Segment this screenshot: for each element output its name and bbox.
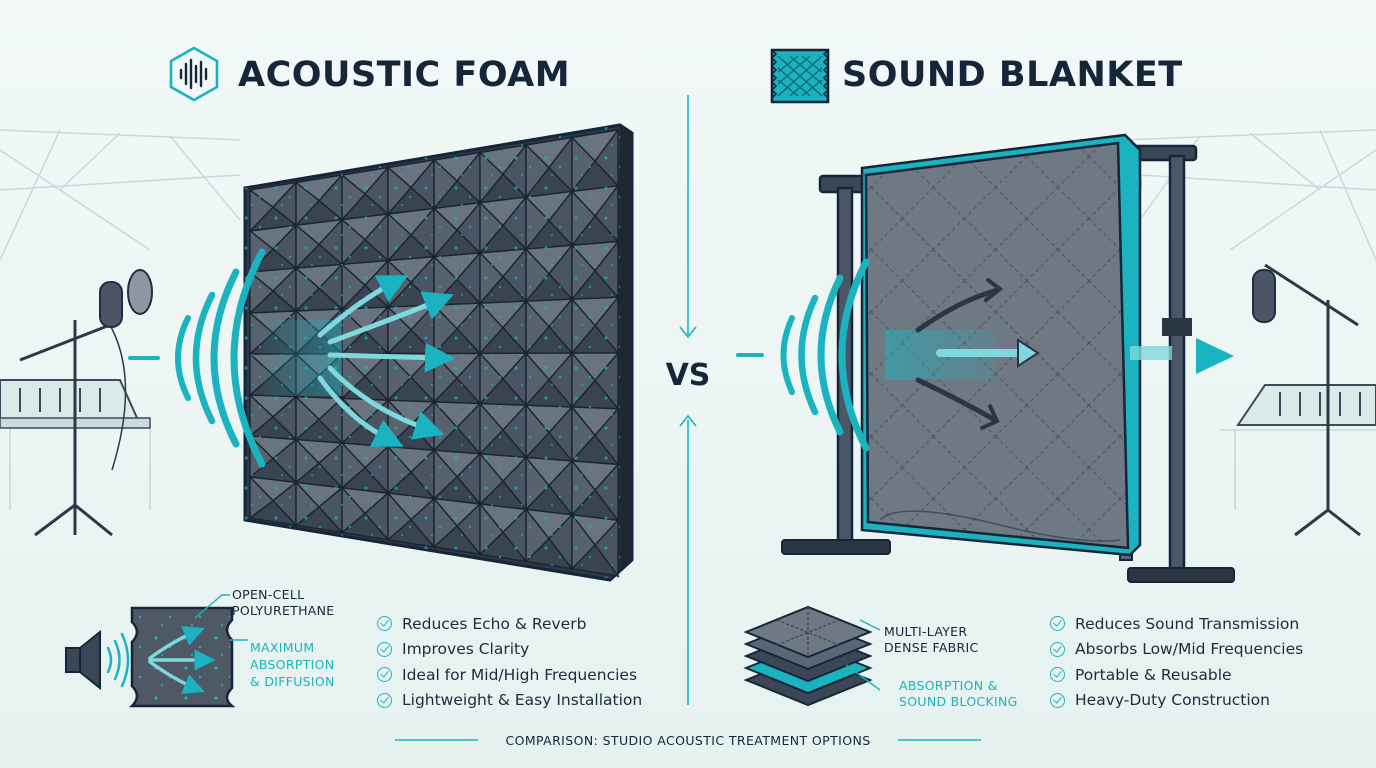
check-circle-icon <box>377 641 392 657</box>
foam-label-leaders <box>194 594 248 641</box>
left-microphone-stand <box>19 320 127 537</box>
foam-benefit-item: Reduces Echo & Reverb <box>377 611 642 637</box>
foam-diffusion-arrows <box>317 275 455 447</box>
right-microphone-stand <box>1264 263 1361 537</box>
right-microphone <box>1252 269 1276 323</box>
left-microphone <box>99 269 153 328</box>
check-circle-icon <box>1050 641 1065 657</box>
vs-label: VS <box>665 358 711 393</box>
check-circle-icon <box>1050 616 1065 632</box>
blanket-benefit-item: Portable & Reusable <box>1050 662 1303 688</box>
studio-background <box>0 129 1376 510</box>
blanket-benefit-item: Heavy-Duty Construction <box>1050 688 1303 714</box>
foam-effect-label-line2: ABSORPTION <box>250 657 335 672</box>
blanket-effect-label-line1: ABSORPTION & <box>899 678 998 693</box>
sound-blanket-title: SOUND BLANKET <box>842 55 1183 95</box>
blanket-benefits-list: Reduces Sound Transmission Absorbs Low/M… <box>1050 611 1303 713</box>
check-circle-icon <box>1050 667 1065 683</box>
check-circle-icon <box>377 692 392 708</box>
foam-benefit-item: Ideal for Mid/High Frequencies <box>377 662 642 688</box>
check-circle-icon <box>377 667 392 683</box>
quilted-blanket-icon <box>770 48 830 104</box>
foam-benefit-item: Improves Clarity <box>377 637 642 663</box>
foam-effect-label-line1: MAXIMUM <box>250 640 315 655</box>
acoustic-foam-title: ACOUSTIC FOAM <box>238 55 571 95</box>
center-divider <box>679 95 697 705</box>
blanket-transmission-arrow <box>936 338 1234 374</box>
foam-sound-beam <box>262 320 342 396</box>
foam-material-label-line1: OPEN-CELL <box>232 587 305 602</box>
blanket-label-leaders <box>845 619 881 691</box>
footer-caption: COMPARISON: STUDIO ACOUSTIC TREATMENT OP… <box>505 733 871 748</box>
blanket-effect-label-line2: SOUND BLOCKING <box>899 694 1018 709</box>
right-studio-console <box>1236 384 1376 426</box>
check-circle-icon <box>1050 692 1065 708</box>
foam-incoming-sound-waves <box>128 248 266 468</box>
check-circle-icon <box>377 616 392 632</box>
blanket-material-label-line1: MULTI-LAYER <box>884 624 968 639</box>
blanket-benefit-item: Reduces Sound Transmission <box>1050 611 1303 637</box>
foam-effect-label-line3: & DIFFUSION <box>250 674 335 689</box>
foam-material-label-line2: POLYURETHANE <box>232 603 335 618</box>
sound-wave-hexagon-icon <box>169 46 219 102</box>
sound-blanket <box>860 133 1142 557</box>
blanket-incoming-sound-waves <box>736 258 870 452</box>
foam-benefits-list: Reduces Echo & Reverb Improves Clarity I… <box>377 611 642 713</box>
blanket-redirect-arrows <box>915 278 1004 430</box>
blanket-benefit-item: Absorbs Low/Mid Frequencies <box>1050 637 1303 663</box>
foam-benefit-item: Lightweight & Easy Installation <box>377 688 642 714</box>
blanket-layers-icon <box>743 605 873 707</box>
blanket-material-label-line2: DENSE FABRIC <box>884 640 979 655</box>
speaker-icon <box>65 629 130 691</box>
foam-sample-icon <box>128 606 236 708</box>
